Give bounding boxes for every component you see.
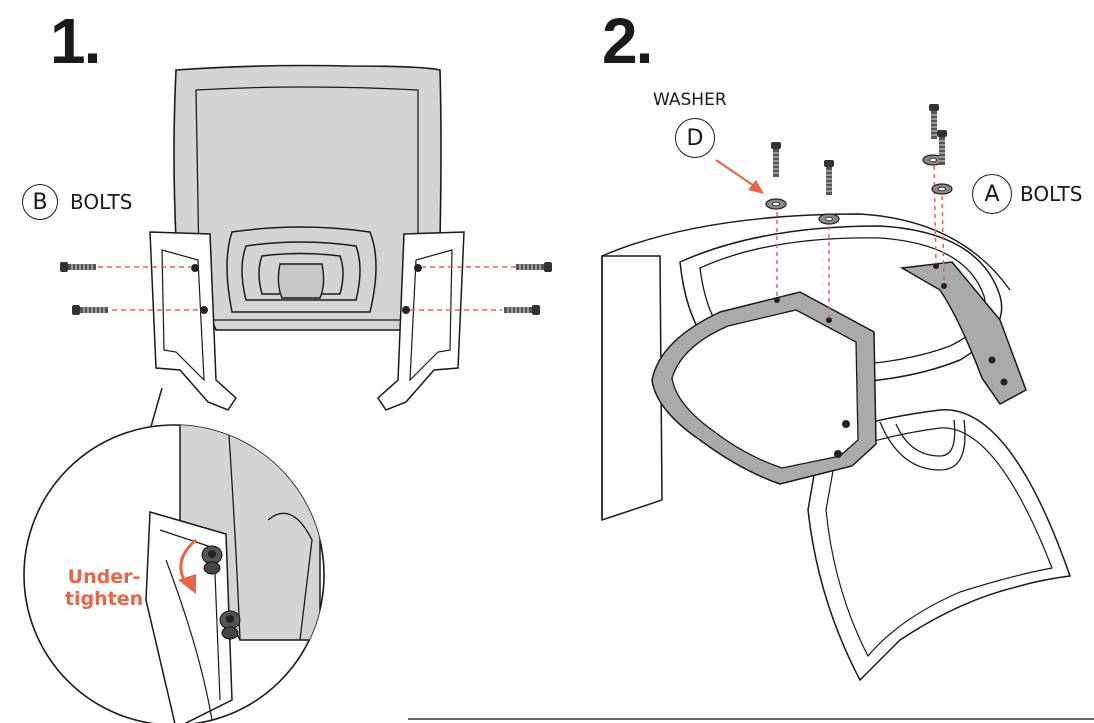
callout-line1: Under- [67, 566, 141, 588]
part-b-label: BOLTS [70, 190, 133, 214]
detail-bolt-lower [219, 610, 241, 640]
bolt-right-upper [515, 261, 553, 273]
step1-number: 1. [50, 5, 101, 77]
washer-4 [931, 183, 953, 195]
step1-illustration [23, 64, 553, 723]
callout-line2: tighten [64, 588, 144, 610]
part-b-badge: B [22, 184, 58, 220]
step2-backrest [807, 409, 1072, 682]
bolt-left-lower [71, 304, 109, 316]
bolt-right-lower [503, 304, 541, 316]
part-a-badge: A [972, 174, 1012, 214]
bolt-v-2 [823, 159, 835, 196]
bolt-left-upper [59, 261, 97, 273]
part-d-badge: D [675, 118, 715, 158]
backrest-panel [173, 64, 442, 331]
washer-1 [765, 198, 787, 210]
lumbar-support [226, 226, 377, 313]
step2-number: 2. [602, 5, 653, 77]
part-a-label: BOLTS [1020, 182, 1083, 206]
left-bracket [149, 231, 237, 411]
right-bracket [377, 231, 465, 411]
washer-label: WASHER [653, 90, 727, 110]
step2-illustration [601, 103, 1072, 682]
bolt-v-1 [770, 141, 782, 178]
frame-right [899, 261, 1027, 405]
detail-bolt-upper [201, 545, 223, 575]
washer-2 [818, 213, 840, 225]
